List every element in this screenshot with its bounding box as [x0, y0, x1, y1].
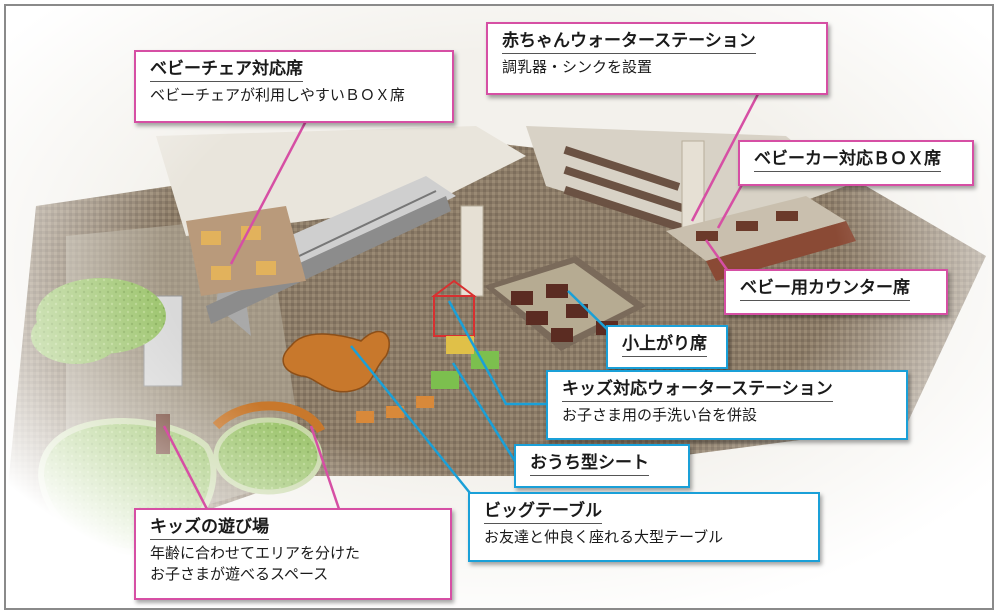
line-baby-water [690, 93, 760, 222]
callout-baby-chair-seats: ベビーチェア対応席 ベビーチェアが利用しやすいＢＯＸ席 [134, 50, 454, 123]
callout-title: 小上がり席 [622, 333, 707, 357]
callout-kids-water-station: キッズ対応ウォーターステーション お子さま用の手洗い台を併設 [546, 370, 908, 440]
callout-title: 赤ちゃんウォーターステーション [502, 30, 756, 54]
callout-title: キッズ対応ウォーターステーション [562, 378, 833, 402]
line-kids-play-2 [309, 425, 341, 510]
callout-desc-line1: 年齢に合わせてエリアを分けた [150, 544, 361, 562]
callout-ouchi-seat: おうち型シート [514, 444, 690, 488]
line-koagari [567, 290, 613, 335]
callout-big-table: ビッグテーブル お友達と仲良く座れる大型テーブル [468, 492, 820, 562]
line-kids-water [447, 300, 548, 406]
line-big-table [350, 345, 475, 499]
line-kids-play-1 [162, 425, 211, 514]
callout-desc: ベビーチェアが利用しやすいＢＯＸ席 [150, 86, 405, 104]
line-ouchi [451, 362, 520, 467]
callout-desc-line2: お子さまが遊べるスペース [150, 565, 329, 583]
callout-title: おうち型シート [530, 452, 649, 476]
line-baby-counter [704, 239, 732, 275]
callout-baby-water-station: 赤ちゃんウォーターステーション 調乳器・シンクを設置 [486, 22, 828, 95]
callout-baby-counter-seats: ベビー用カウンター席 [724, 269, 948, 315]
callout-desc: お友達と仲良く座れる大型テーブル [484, 528, 724, 546]
callout-koagari-seats: 小上がり席 [606, 325, 728, 369]
callout-title: ベビーチェア対応席 [150, 58, 303, 82]
callout-desc: 調乳器・シンクを設置 [502, 58, 653, 76]
callout-title: ベビーカー対応ＢＯＸ席 [754, 148, 941, 172]
callout-kids-play-area: キッズの遊び場 年齢に合わせてエリアを分けた お子さまが遊べるスペース [134, 508, 452, 600]
callout-desc: お子さま用の手洗い台を併設 [562, 406, 758, 424]
line-stroller-box [716, 180, 746, 229]
connector-lines [162, 93, 760, 514]
line-baby-chair [229, 120, 308, 265]
diagram-frame: ベビーチェア対応席 ベビーチェアが利用しやすいＢＯＸ席 赤ちゃんウォーターステー… [4, 4, 994, 610]
callout-stroller-box-seats: ベビーカー対応ＢＯＸ席 [738, 140, 974, 186]
callout-title: ビッグテーブル [484, 500, 602, 524]
callout-title: ベビー用カウンター席 [740, 277, 910, 301]
callout-title: キッズの遊び場 [150, 516, 269, 540]
